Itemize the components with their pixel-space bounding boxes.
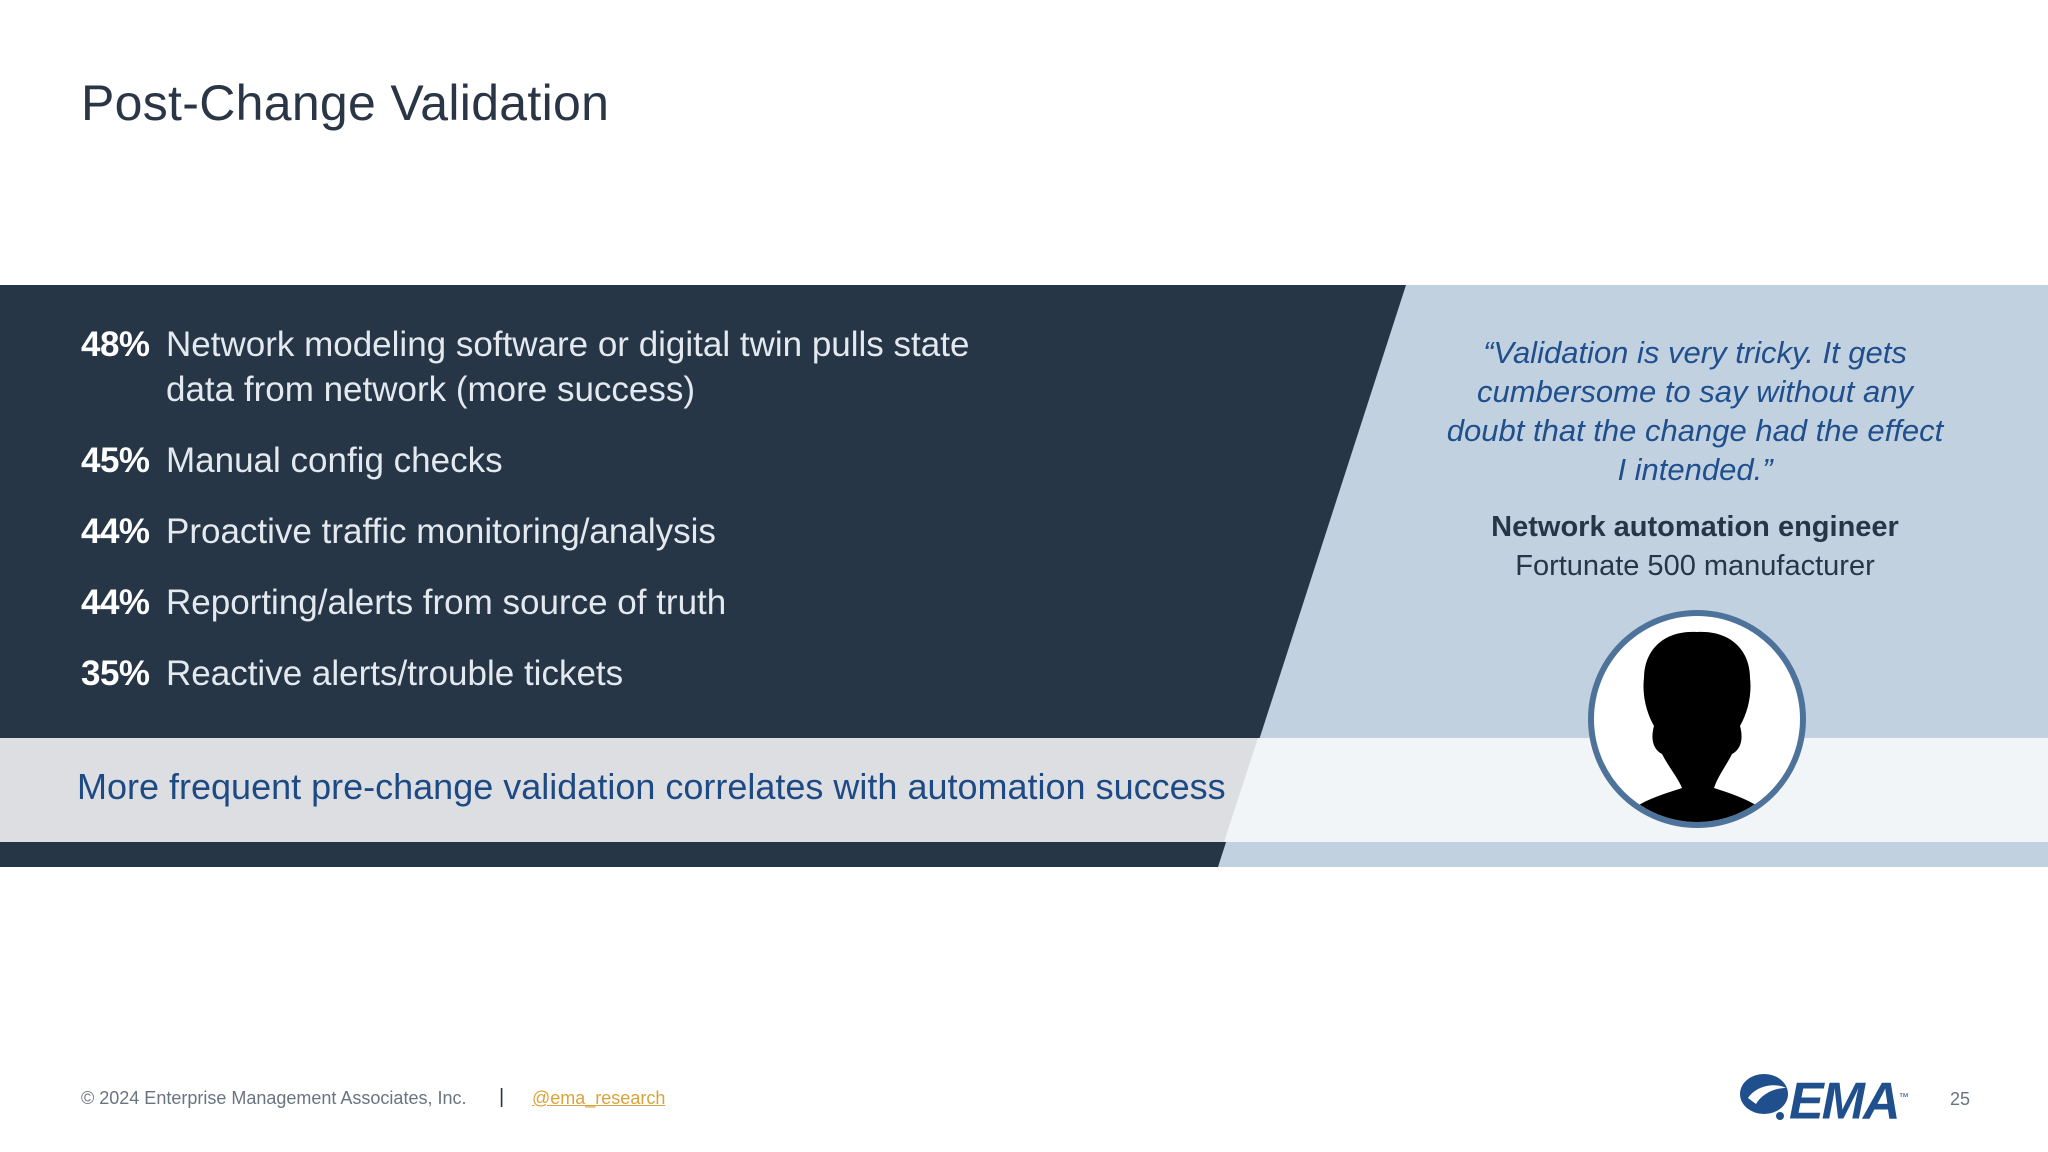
testimonial-quote: “Validation is very tricky. It gets cumb…	[1446, 335, 1944, 487]
stat-item: 44% Reporting/alerts from source of trut…	[81, 580, 1081, 625]
stat-item: 35% Reactive alerts/trouble tickets	[81, 651, 1081, 696]
attribution-role: Network automation engineer	[1491, 511, 1899, 543]
ema-logo: EMA™	[1789, 1070, 1909, 1131]
twitter-handle-link[interactable]: @ema_research	[532, 1088, 666, 1108]
stat-label: Network modeling software or digital twi…	[166, 325, 970, 409]
ema-swoosh-icon	[1734, 1068, 1794, 1129]
takeaway-text: More frequent pre-change validation corr…	[77, 766, 1226, 807]
stat-percent: 45%	[81, 441, 150, 480]
ema-logo-text: EMA	[1789, 1072, 1901, 1131]
person-silhouette-icon	[1588, 610, 1806, 828]
stat-percent: 44%	[81, 512, 150, 551]
stat-item: 45% Manual config checks	[81, 438, 1081, 483]
stat-percent: 35%	[81, 654, 150, 693]
stat-label: Reactive alerts/trouble tickets	[166, 654, 624, 693]
footer-copyright: © 2024 Enterprise Management Associates,…	[81, 1088, 467, 1108]
stat-percent: 48%	[81, 325, 150, 364]
page-number: 25	[1950, 1089, 1971, 1109]
footer-separator: |	[499, 1086, 505, 1108]
stat-label: Proactive traffic monitoring/analysis	[166, 512, 716, 551]
stat-list: 48% Network modeling software or digital…	[81, 322, 1081, 722]
slide-title: Post-Change Validation	[81, 75, 610, 131]
attribution-company: Fortunate 500 manufacturer	[1515, 550, 1875, 582]
trademark-mark: ™	[1898, 1092, 1909, 1103]
takeaway-strip	[0, 738, 1258, 842]
stat-label: Manual config checks	[166, 441, 503, 480]
stat-item: 48% Network modeling software or digital…	[81, 322, 1081, 412]
stat-item: 44% Proactive traffic monitoring/analysi…	[81, 509, 1081, 554]
stat-label: Reporting/alerts from source of truth	[166, 583, 727, 622]
stat-percent: 44%	[81, 583, 150, 622]
